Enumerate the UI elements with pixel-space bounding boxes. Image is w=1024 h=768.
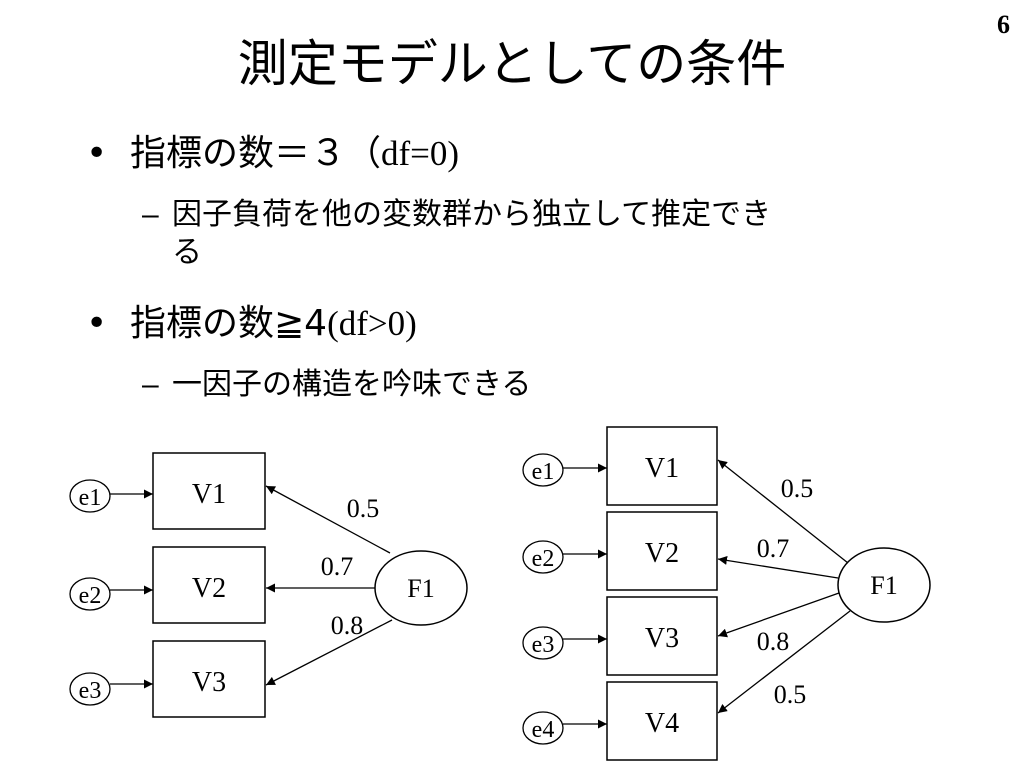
indicator-box: V2	[152, 546, 266, 624]
slide-title: 測定モデルとしての条件	[237, 35, 787, 93]
page-number: 6	[997, 10, 1010, 39]
indicator-label: V2	[645, 538, 679, 569]
error-node: e2	[69, 577, 111, 611]
indicator-label: V1	[645, 453, 679, 484]
error-label: e2	[79, 583, 102, 609]
indicator-box: V3	[152, 640, 266, 718]
error-node: e1	[69, 479, 111, 513]
loading-label: 0.5	[774, 680, 807, 709]
indicator-box: V2	[606, 511, 718, 591]
indicator-label: V4	[645, 708, 679, 739]
loading-arrow	[265, 485, 391, 554]
bullet-2-sub: –一因子の構造を吟味できる	[142, 366, 531, 404]
indicator-label: V1	[192, 479, 226, 510]
bullet-1-sub-text: 因子負荷を他の変数群から独立して推定でき	[172, 197, 772, 232]
sub-dash: –	[142, 198, 159, 231]
diagram-three-indicators: e1 e2 e3 V1 V2 V3 F1	[69, 452, 468, 718]
error-label: e2	[532, 546, 555, 572]
loading-label: 0.8	[757, 627, 790, 656]
bullet-1-note: （df=0)	[346, 134, 460, 173]
factor-node: F1	[374, 550, 468, 626]
error-label: e4	[532, 717, 555, 743]
factor-node: F1	[837, 547, 931, 623]
indicator-label: V3	[645, 623, 679, 654]
bullet-1-text: 指標の数＝３	[130, 133, 347, 174]
error-node: e2	[522, 540, 564, 574]
error-node: e4	[522, 711, 564, 745]
loading-label: 0.5	[781, 474, 814, 503]
bullet-1: • 指標の数＝３（df=0)	[86, 132, 459, 176]
loading-arrow	[265, 619, 393, 686]
error-label: e1	[79, 485, 102, 511]
error-label: e3	[79, 678, 102, 704]
sub-dash: –	[142, 368, 159, 401]
loading-label: 0.8	[331, 611, 364, 640]
diagram-four-indicators: e1 e2 e3 e4 V1 V2 V3	[522, 426, 931, 761]
factor-label: F1	[870, 571, 897, 600]
indicator-box: V4	[606, 681, 718, 761]
indicator-label: V2	[192, 573, 226, 604]
bullet-2-note: (df>0)	[327, 304, 417, 343]
indicator-label: V3	[192, 667, 226, 698]
loading-label: 0.7	[757, 534, 790, 563]
loading-arrow	[717, 610, 851, 714]
indicator-box: V1	[152, 452, 266, 530]
bullet-1-sub-cont: る	[172, 235, 202, 270]
error-node: e3	[522, 626, 564, 660]
error-label: e1	[532, 459, 555, 485]
bullet-dot: •	[86, 133, 108, 174]
indicator-box: V1	[606, 426, 718, 506]
loading-arrow	[717, 459, 849, 564]
bullet-2: • 指標の数≧4(df>0)	[86, 302, 417, 346]
loading-arrow	[717, 555, 839, 579]
error-node: e1	[522, 453, 564, 487]
loading-label: 0.5	[347, 494, 380, 523]
bullet-2-sub-text: 一因子の構造を吟味できる	[172, 367, 532, 402]
bullet-dot: •	[86, 303, 108, 344]
loading-label: 0.7	[321, 552, 354, 581]
bullet-1-sub: –因子負荷を他の変数群から独立して推定でき る	[142, 196, 771, 272]
indicator-box: V3	[606, 596, 718, 676]
loading-arrow	[717, 592, 840, 638]
factor-label: F1	[407, 574, 434, 603]
error-label: e3	[532, 632, 555, 658]
bullet-2-text: 指標の数≧4	[130, 303, 328, 344]
error-node: e3	[69, 672, 111, 706]
